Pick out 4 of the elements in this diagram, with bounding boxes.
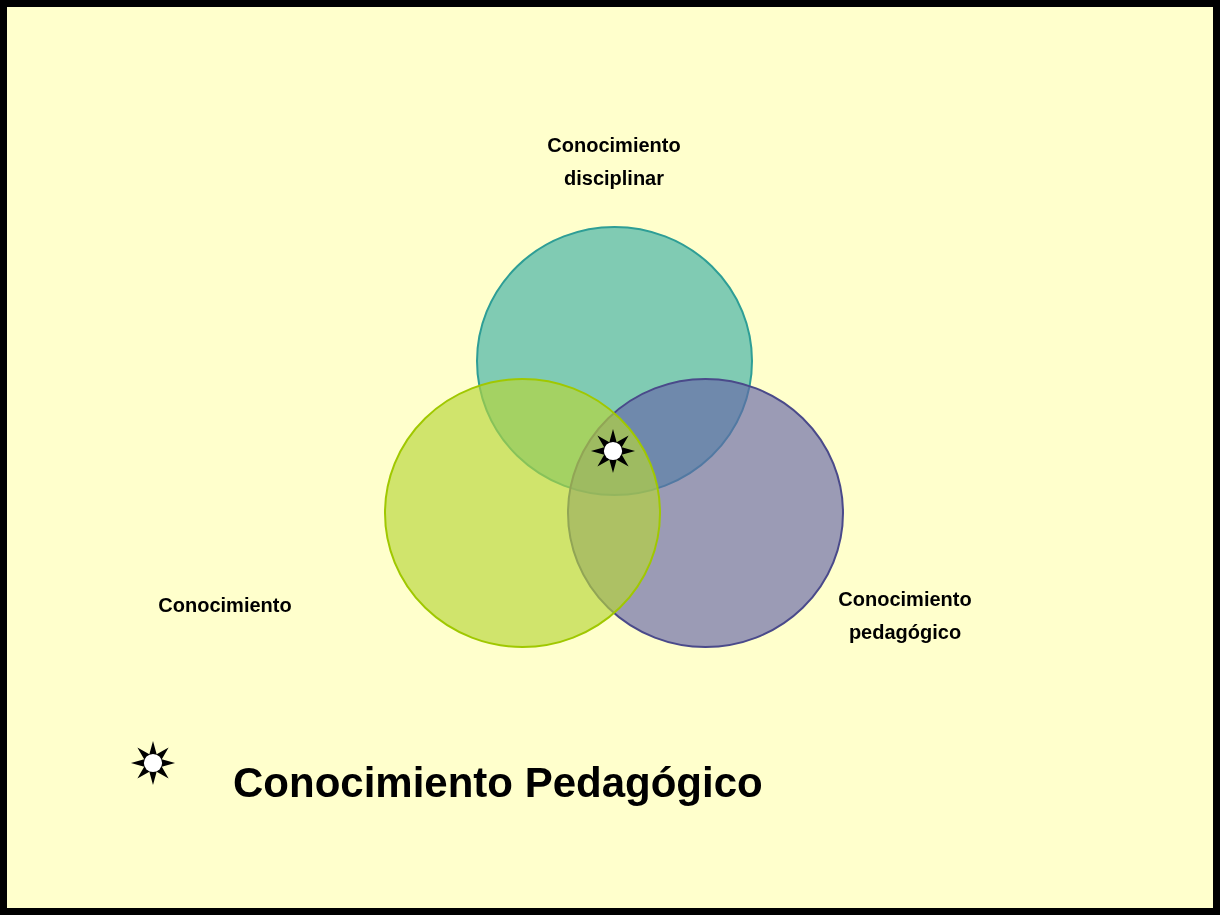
legend-text: Conocimiento Pedagógico [233, 759, 763, 807]
circle-label: Conocimiento [157, 593, 293, 618]
circle-label: Conocimiento disciplinar [546, 133, 682, 191]
circle-label: Conocimiento pedagógico [837, 587, 973, 645]
